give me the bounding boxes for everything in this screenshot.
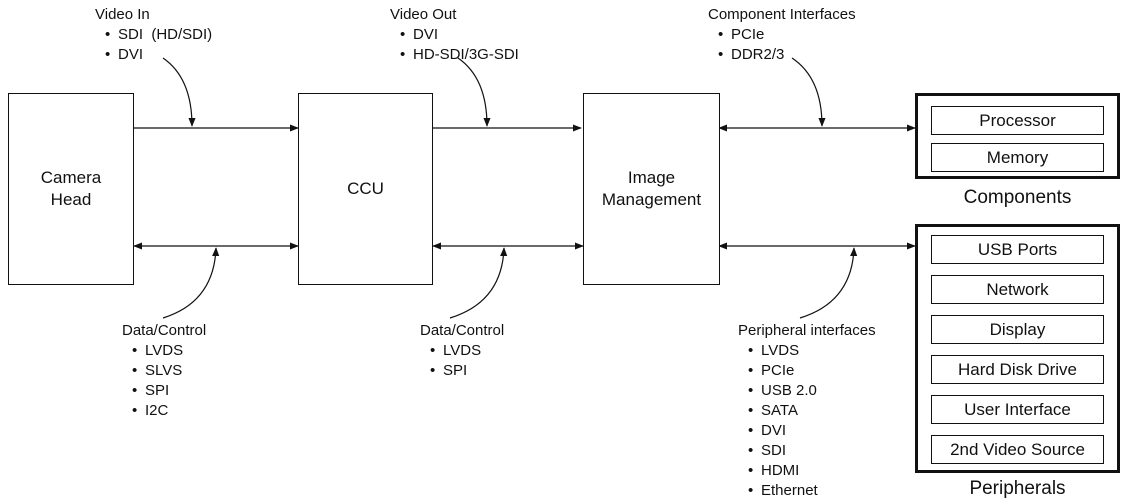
peripheral-interfaces-item: Ethernet: [748, 481, 876, 501]
component-interfaces-annotation: Component Interfaces PCIe DDR2/3: [708, 5, 856, 65]
peripheral-interfaces-annotation: Peripheral interfaces LVDS PCIe USB 2.0 …: [738, 321, 876, 501]
peripheral-interfaces-item: DVI: [748, 421, 876, 441]
peripheral-interfaces-item: USB 2.0: [748, 381, 876, 401]
video-out-pointer: [457, 57, 491, 127]
component-interfaces-item: DDR2/3: [718, 45, 856, 65]
video-in-item: SDI (HD/SDI): [105, 25, 212, 45]
components-group: Processor Memory: [915, 93, 1120, 179]
component-memory: Memory: [931, 143, 1104, 172]
data-control-2-item: LVDS: [430, 341, 504, 361]
data-control-1-item: LVDS: [132, 341, 206, 361]
ccu-label: CCU: [347, 179, 384, 198]
components-title: Components: [963, 187, 1072, 208]
data-control-2-annotation: Data/Control LVDS SPI: [420, 321, 504, 381]
data-control-2-title: Data/Control: [420, 322, 505, 339]
camera-head-label: Camera Head: [40, 168, 102, 209]
image-management-label: Image Management: [601, 168, 702, 209]
peripherals-group: USB Ports Network Display Hard Disk Driv…: [915, 224, 1120, 473]
peripheral-interfaces-item: HDMI: [748, 461, 876, 481]
data-control-1-title: Data/Control: [122, 322, 207, 339]
camera-head-block: Camera Head: [8, 93, 134, 285]
data-control-1-annotation: Data/Control LVDS SLVS SPI I2C: [122, 321, 206, 421]
component-interfaces-title: Component Interfaces: [708, 6, 856, 23]
data-control-1-item: I2C: [132, 401, 206, 421]
peripheral-2nd-video-source: 2nd Video Source: [931, 435, 1104, 464]
image-management-block: Image Management: [583, 93, 720, 285]
ccu-block: CCU: [298, 93, 433, 285]
component-interfaces-pointer: [791, 57, 826, 127]
video-in-title: Video In: [95, 6, 150, 23]
component-interfaces-item: PCIe: [718, 25, 856, 45]
data-control-1-item: SPI: [132, 381, 206, 401]
video-in-annotation: Video In SDI (HD/SDI) DVI: [95, 5, 212, 65]
video-out-annotation: Video Out DVI HD-SDI/3G-SDI: [390, 5, 519, 65]
data-control-2-item: SPI: [430, 361, 504, 381]
data-control-2-pointer: [449, 247, 508, 319]
peripherals-title: Peripherals: [969, 478, 1066, 499]
peripheral-interfaces-title: Peripheral interfaces: [738, 322, 876, 339]
video-in-item: DVI: [105, 45, 212, 65]
peripheral-hard-disk-drive: Hard Disk Drive: [931, 355, 1104, 384]
video-out-item: HD-SDI/3G-SDI: [400, 45, 519, 65]
data-control-1-item: SLVS: [132, 361, 206, 381]
video-in-pointer: [162, 57, 196, 127]
data-control-1-pointer: [162, 247, 220, 319]
video-out-item: DVI: [400, 25, 519, 45]
peripheral-interfaces-item: SATA: [748, 401, 876, 421]
peripheral-usb-ports: USB Ports: [931, 235, 1104, 264]
peripheral-user-interface: User Interface: [931, 395, 1104, 424]
component-processor: Processor: [931, 106, 1104, 135]
peripheral-interfaces-item: PCIe: [748, 361, 876, 381]
peripheral-interfaces-item: LVDS: [748, 341, 876, 361]
peripheral-interfaces-item: SDI: [748, 441, 876, 461]
peripheral-display: Display: [931, 315, 1104, 344]
video-out-title: Video Out: [390, 6, 457, 23]
peripheral-interfaces-pointer: [799, 247, 858, 319]
peripheral-network: Network: [931, 275, 1104, 304]
